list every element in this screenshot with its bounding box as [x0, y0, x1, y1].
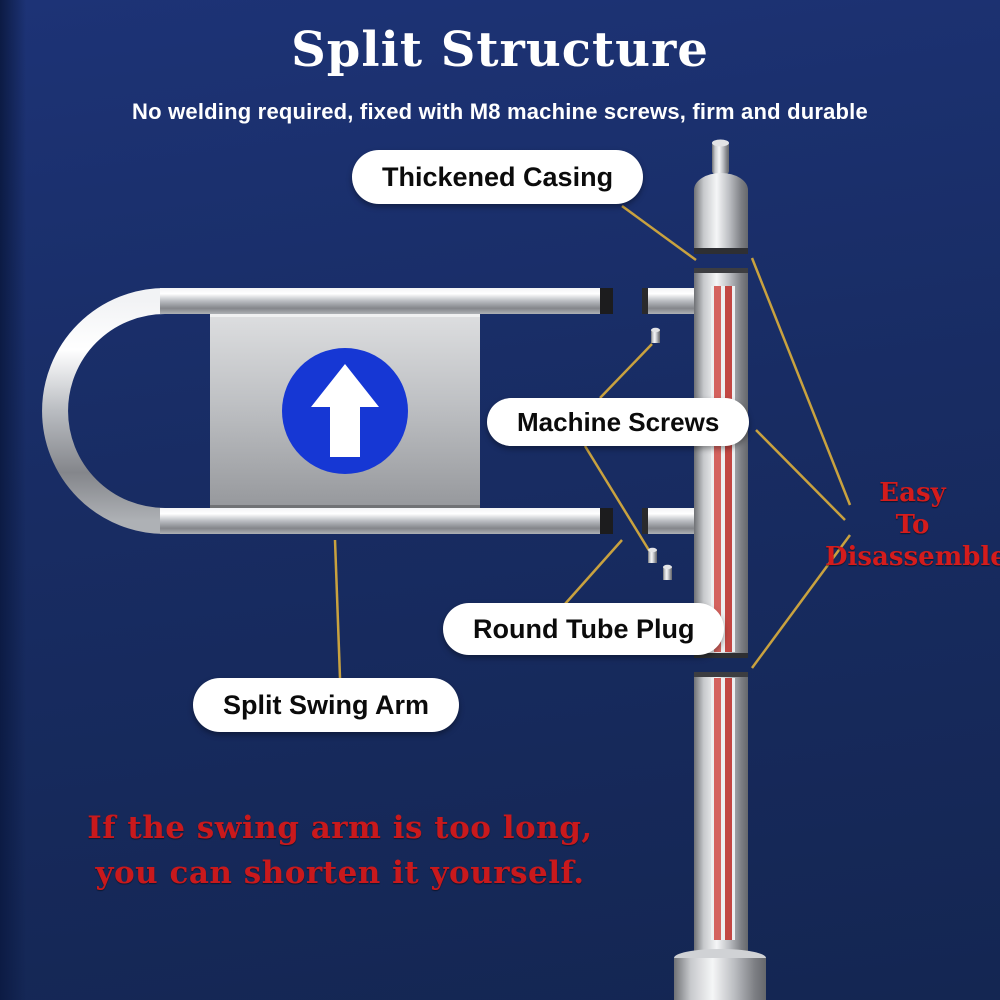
- plate-top-highlight: [210, 314, 480, 317]
- post-cap-lip: [694, 248, 748, 254]
- bottom-note-line-2: you can shorten it yourself.: [95, 855, 585, 891]
- stub-bottom: [642, 508, 696, 534]
- machine-screw-1: [651, 327, 660, 343]
- line-disassemble-mid: [755, 429, 846, 521]
- line-split-swing-arm: [333, 539, 342, 679]
- label-machine-screws: Machine Screws: [487, 398, 750, 446]
- swing-arm-bottom-tube: [160, 508, 612, 534]
- side-note-line-3: Disassemble: [825, 542, 1000, 572]
- swing-arm-bend: [42, 288, 166, 534]
- side-note-line-2: To: [895, 510, 930, 540]
- plate-bottom-shadow: [210, 505, 480, 508]
- line-thickened-casing: [621, 204, 697, 262]
- swing-arm-top-tube: [160, 288, 612, 314]
- round-tube-plug-bottom: [600, 508, 613, 534]
- stub-top-end: [642, 288, 648, 314]
- side-note-line-1: Easy: [879, 478, 946, 508]
- inner-rod-channel: [711, 286, 735, 940]
- post-top-knob: [712, 142, 729, 174]
- arrow-up-icon: [311, 364, 379, 457]
- split-swing-arm-tube: [42, 288, 613, 534]
- stub-bottom-end: [642, 508, 648, 534]
- shorten-arm-note: If the swing arm is too long, you can sh…: [55, 806, 625, 896]
- post-mid-bottom-edge: [694, 653, 748, 658]
- bottom-note-line-1: If the swing arm is too long,: [87, 810, 593, 846]
- page-title: Split Structure: [291, 22, 709, 78]
- machine-screw-2: [648, 547, 657, 563]
- line-disassemble-bottom: [750, 534, 852, 669]
- line-machine-screws-lower: [583, 445, 652, 553]
- round-tube-plug-top: [600, 288, 613, 314]
- post-knob-cap: [712, 139, 729, 147]
- main-post: [674, 139, 766, 1000]
- post-lower-top-edge: [694, 672, 748, 677]
- line-round-tube-plug: [564, 539, 623, 605]
- line-disassemble-top: [750, 257, 852, 506]
- post-base: [674, 958, 766, 1000]
- post-cap-segment: [694, 173, 748, 254]
- post-mid-top-edge: [694, 268, 748, 273]
- easy-to-disassemble-note: Easy To Disassemble: [825, 477, 1000, 573]
- sign-plate: [210, 314, 480, 508]
- machine-screw-3: [663, 564, 672, 580]
- left-shadow-band: [0, 0, 26, 1000]
- label-round-tube-plug: Round Tube Plug: [443, 603, 725, 655]
- label-thickened-casing: Thickened Casing: [352, 150, 644, 204]
- label-split-swing-arm: Split Swing Arm: [193, 678, 460, 732]
- stub-top: [642, 288, 696, 314]
- connector-lines: [333, 204, 852, 679]
- line-machine-screws-upper: [599, 343, 653, 399]
- page-subtitle: No welding required, fixed with M8 machi…: [132, 99, 868, 124]
- stub-connectors: [642, 288, 696, 580]
